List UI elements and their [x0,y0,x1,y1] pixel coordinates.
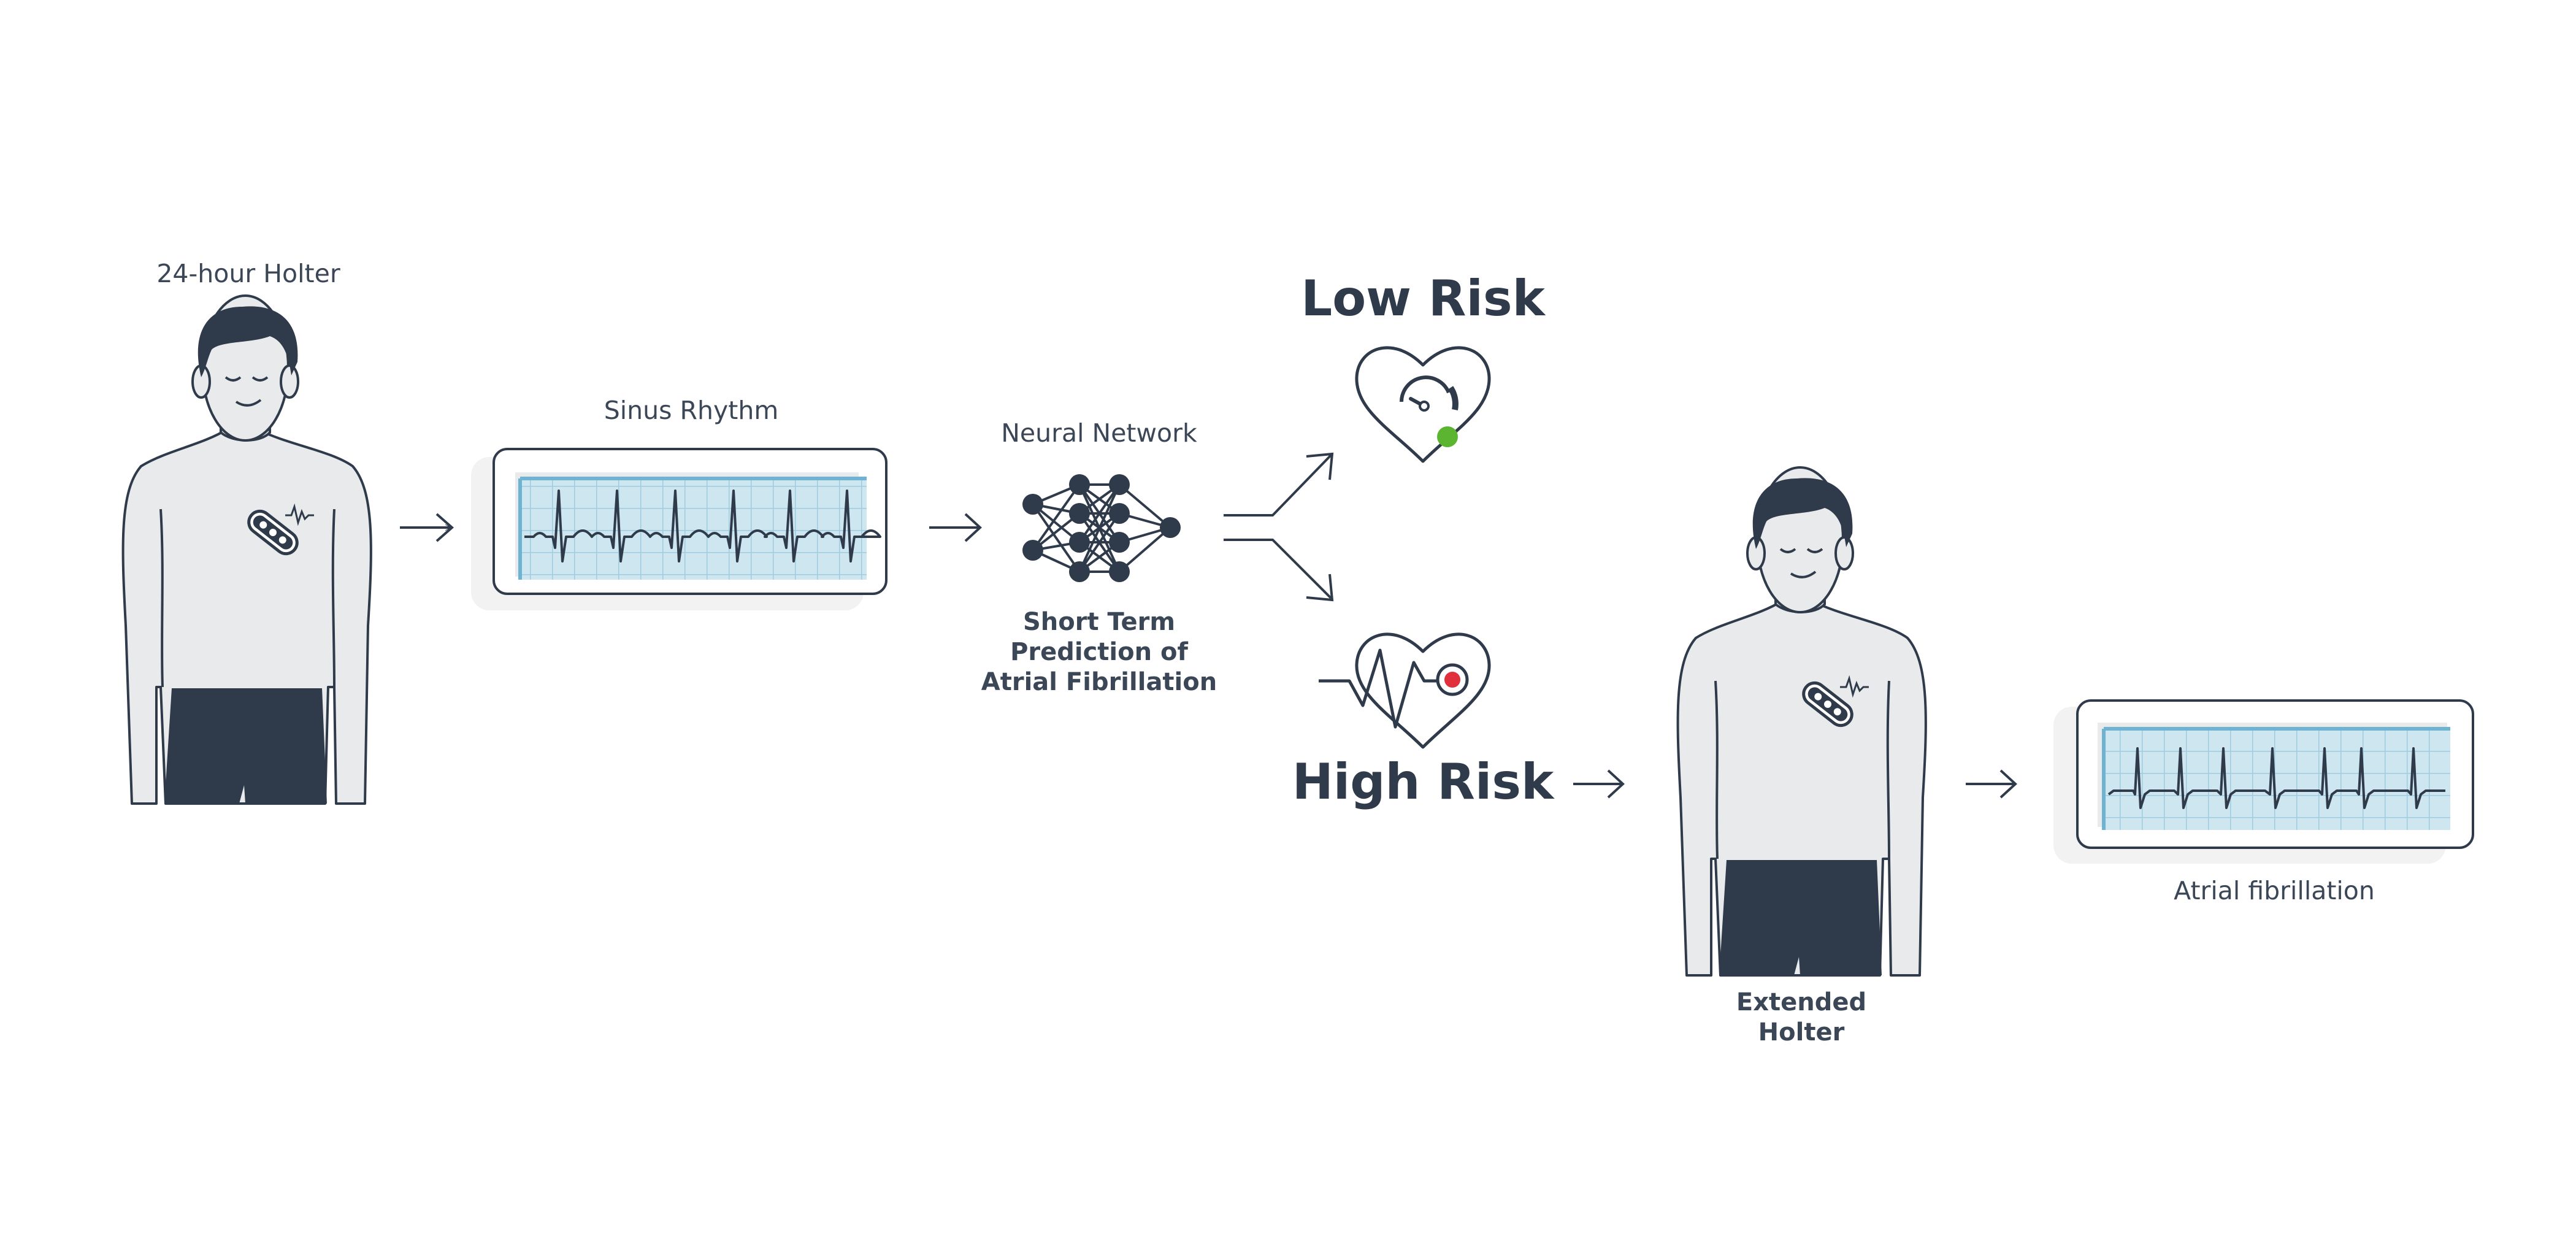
network-edge [1118,526,1171,573]
label-24-hour-holter: 24-hour Holter [156,259,340,288]
network-edge [1032,503,1081,573]
person-with-holter-icon [121,294,372,805]
network-edge [1032,483,1081,551]
label-extended-holter: Extended Holter [1709,988,1893,1048]
label-short-term-prediction: Short Term Prediction of Atrial Fibrilla… [970,607,1228,697]
network-node [1022,540,1043,561]
branch-arrows [1224,452,1334,602]
prediction-line-1: Short Term [1022,608,1176,636]
network-node [1160,517,1181,538]
network-node [1109,474,1130,495]
network-edge [1118,483,1171,529]
network-node [1069,503,1090,524]
label-sinus-rhythm: Sinus Rhythm [604,396,779,425]
network-node [1109,532,1130,553]
extended-holter-line-2: Holter [1758,1018,1845,1047]
ecg-atrial-fibrillation-icon [2053,699,2474,864]
network-node [1069,474,1090,495]
network-node [1022,494,1043,515]
ecg-sinus-rhythm-icon [471,448,887,610]
prediction-line-3: Atrial Fibrillation [981,668,1217,696]
extended-holter-line-1: Extended [1736,988,1867,1016]
heart-gauge-icon [1355,346,1491,463]
label-low-risk: Low Risk [1301,270,1545,327]
label-atrial-fibrillation: Atrial fibrillation [2174,876,2375,905]
network-edge [1078,484,1121,572]
heart-pulse-icon [1319,632,1491,749]
label-neural-network: Neural Network [1001,418,1197,448]
network-node [1069,532,1090,553]
network-edge [1078,512,1121,573]
neural-network-icon [1022,474,1181,582]
prediction-line-2: Prediction of [1010,638,1188,666]
network-node [1069,561,1090,582]
network-node [1109,561,1130,582]
person-with-holter-icon [1676,466,1927,977]
network-node [1109,503,1130,524]
label-high-risk: High Risk [1292,753,1554,810]
network-edge [1078,483,1121,543]
